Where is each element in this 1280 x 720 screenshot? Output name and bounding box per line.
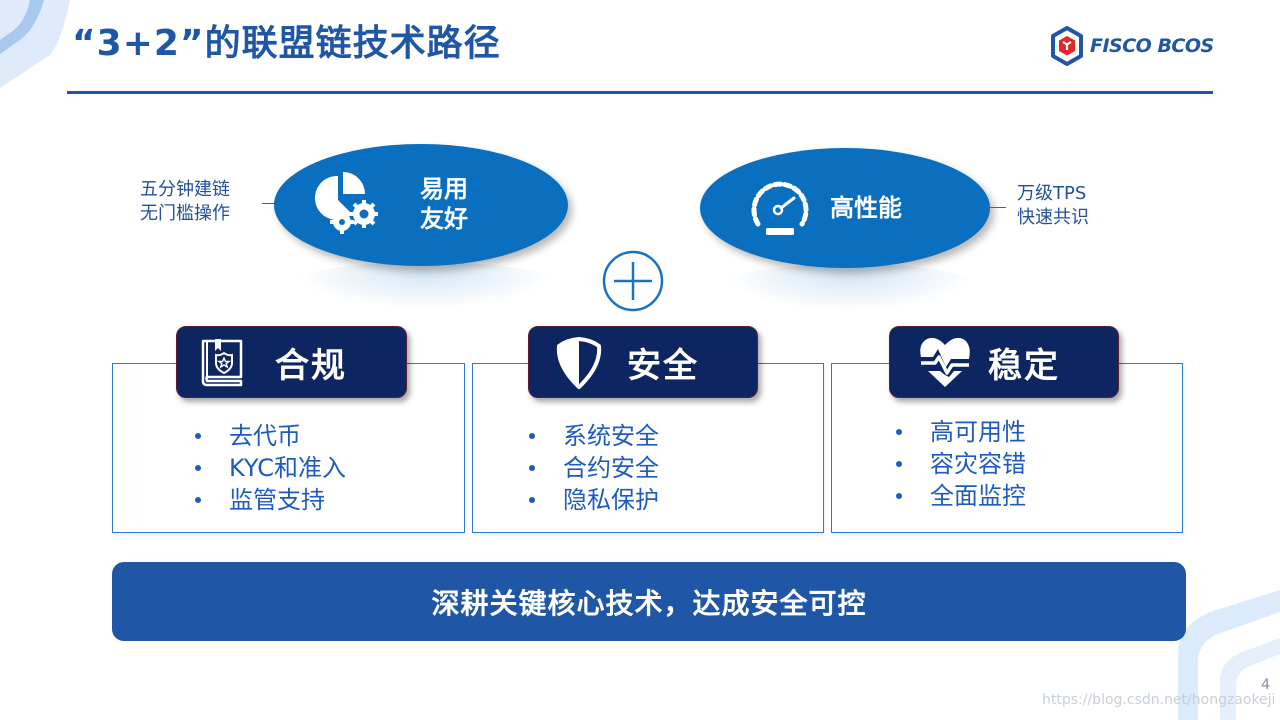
easy-to-use-oval: 易用 友好 [274, 144, 568, 266]
pie-chart-gears-icon [314, 172, 378, 234]
bullet-dot [896, 493, 902, 499]
easy-note-line2: 无门槛操作 [140, 203, 230, 224]
performance-connector-line [988, 207, 1006, 208]
bullet-dot [529, 465, 535, 471]
slide-title: “3+2”的联盟链技术路径 [72, 23, 501, 64]
list-item: KYC和准入 [195, 452, 346, 484]
list-item-text: 系统安全 [563, 422, 659, 450]
speedometer-icon [751, 181, 809, 235]
heart-pulse-icon [920, 337, 970, 387]
list-item: 高可用性 [896, 416, 1026, 448]
stability-list: 高可用性 容灾容错 全面监控 [896, 416, 1026, 512]
performance-note-line1: 万级TPS [1017, 183, 1087, 204]
easy-label-line1: 易用 [420, 175, 468, 203]
easy-oval-reflection [285, 262, 565, 312]
title-underline [67, 91, 1213, 94]
corner-decoration-bottom-right [1178, 590, 1280, 720]
bullet-dot [896, 461, 902, 467]
conclusion-banner: 深耕关键核心技术，达成安全可控 [112, 562, 1186, 641]
compliance-header: 合规 [176, 326, 407, 398]
security-header: 安全 [528, 326, 758, 398]
stability-header: 稳定 [889, 326, 1119, 398]
list-item: 监管支持 [195, 484, 346, 516]
list-item-text: 全面监控 [930, 482, 1026, 510]
list-item-text: 容灾容错 [930, 450, 1026, 478]
list-item-text: 高可用性 [930, 418, 1026, 446]
list-item: 去代币 [195, 420, 346, 452]
fisco-bcos-logo: FISCO BCOS [1050, 26, 1214, 66]
page-number: 4 [1261, 677, 1270, 693]
performance-note-line2: 快速共识 [1017, 207, 1089, 228]
fisco-bcos-hexagon-icon [1051, 26, 1083, 66]
list-item-text: KYC和准入 [229, 454, 346, 482]
easy-note: 五分钟建链 无门槛操作 [140, 178, 230, 226]
easy-label-line2: 友好 [420, 205, 468, 233]
bullet-dot [896, 429, 902, 435]
list-item-text: 隐私保护 [563, 486, 659, 514]
list-item-text: 监管支持 [229, 486, 325, 514]
logo-text: FISCO BCOS [1090, 35, 1214, 57]
bullet-dot [195, 433, 201, 439]
shield-icon [556, 337, 602, 389]
list-item: 合约安全 [529, 452, 659, 484]
list-item: 隐私保护 [529, 484, 659, 516]
compliance-list: 去代币 KYC和准入 监管支持 [195, 420, 346, 516]
compliance-title: 合规 [275, 345, 347, 386]
compliance-book-badge-icon [201, 339, 243, 387]
high-performance-oval: 高性能 [700, 148, 990, 268]
plus-circle-icon [602, 250, 664, 312]
security-title: 安全 [627, 345, 699, 386]
bullet-dot [529, 497, 535, 503]
stability-title: 稳定 [988, 345, 1060, 386]
easy-note-line1: 五分钟建链 [140, 179, 230, 200]
corner-decoration-top-left [0, 0, 70, 88]
bullet-dot [195, 497, 201, 503]
list-item: 容灾容错 [896, 448, 1026, 480]
bullet-dot [529, 433, 535, 439]
easy-to-use-label: 易用 友好 [420, 174, 468, 234]
list-item-text: 合约安全 [563, 454, 659, 482]
performance-oval-reflection [715, 264, 985, 314]
easy-connector-line [262, 203, 276, 204]
watermark-url: https://blog.csdn.net/hongzaokeji [1042, 692, 1276, 708]
list-item: 系统安全 [529, 420, 659, 452]
bullet-dot [195, 465, 201, 471]
list-item: 全面监控 [896, 480, 1026, 512]
performance-note: 万级TPS 快速共识 [1017, 182, 1089, 230]
banner-text: 深耕关键核心技术，达成安全可控 [431, 586, 867, 620]
list-item-text: 去代币 [229, 422, 301, 450]
security-list: 系统安全 合约安全 隐私保护 [529, 420, 659, 516]
high-performance-label: 高性能 [830, 194, 902, 222]
